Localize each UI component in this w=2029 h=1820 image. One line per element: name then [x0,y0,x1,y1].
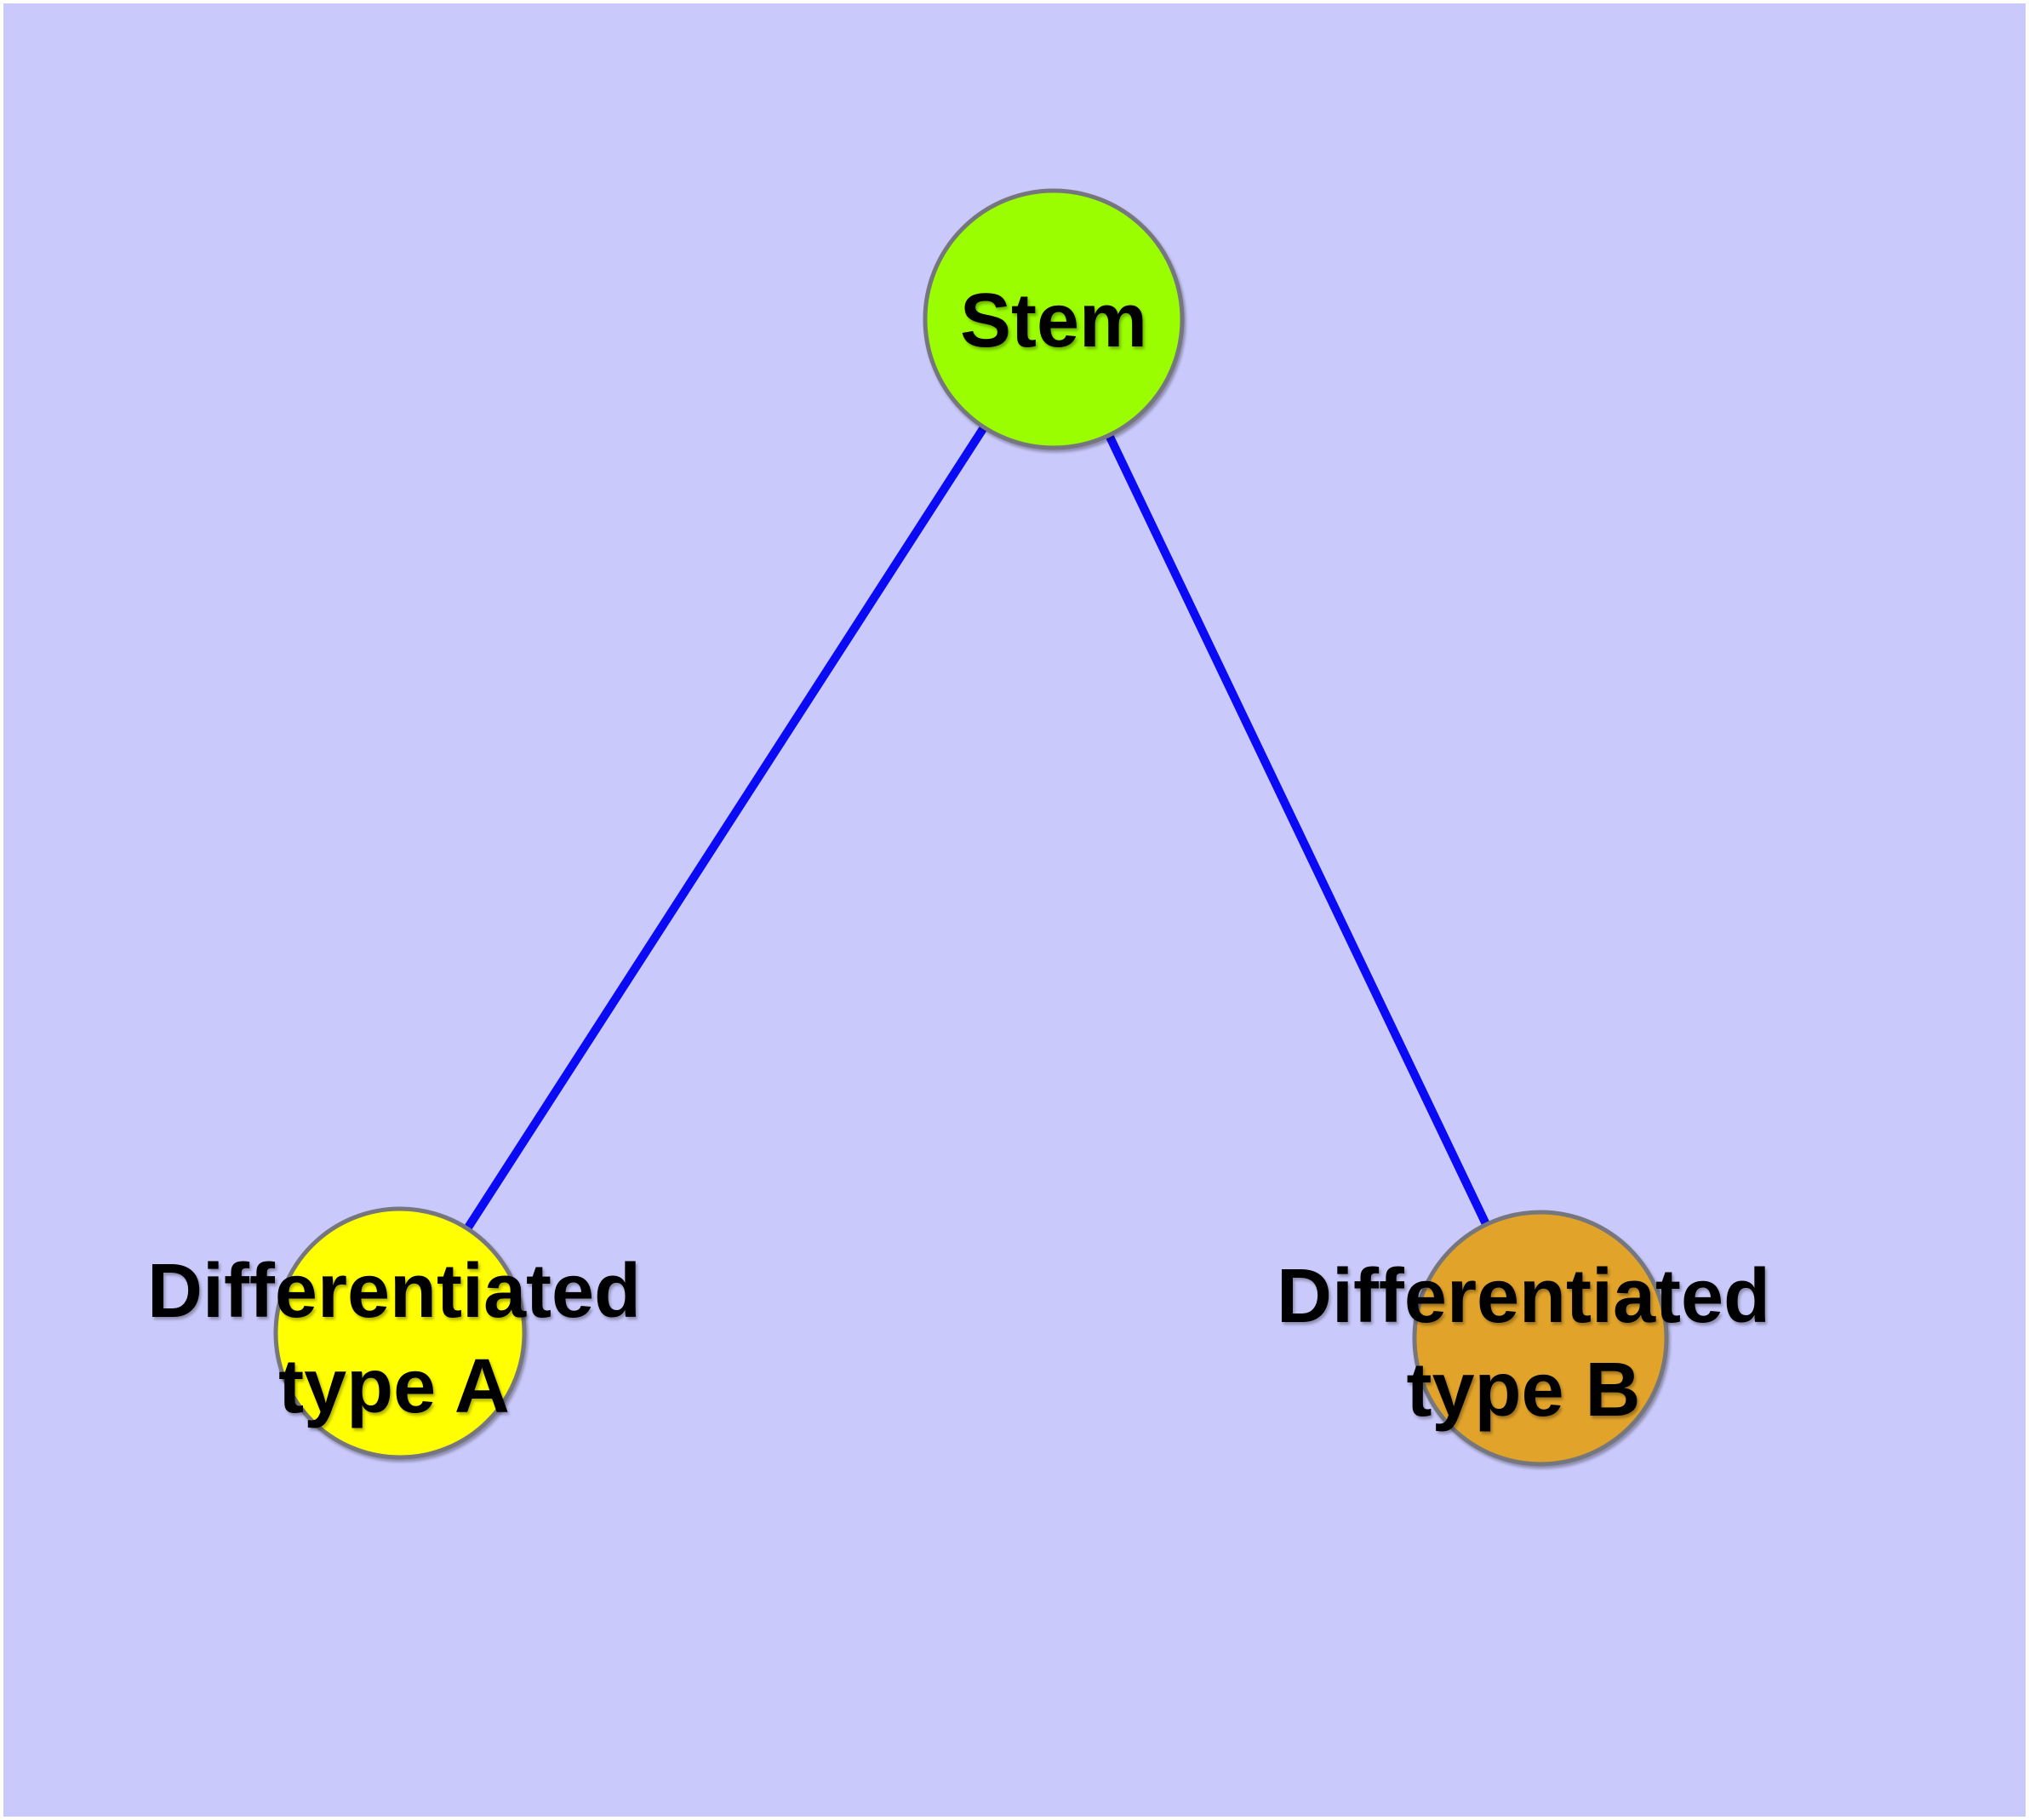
node-type-a-label-line1: Differentiated [147,1249,641,1334]
node-type-a [273,1206,527,1460]
label-layer: Stem Differentiated type A Differentiate… [147,278,1770,1433]
node-stem [923,188,1185,450]
node-type-b [1412,1210,1669,1467]
node-layer [273,188,1669,1467]
node-type-b-label-line2: type B [1406,1348,1640,1433]
node-stem-label: Stem [960,278,1147,363]
edge-stem-to-type-b [1049,315,1545,1342]
node-type-b-label-line1: Differentiated [1277,1254,1770,1339]
node-type-a-label-line2: type A [278,1344,510,1429]
edge-layer [396,315,1545,1342]
edge-stem-to-type-a [396,315,1058,1337]
